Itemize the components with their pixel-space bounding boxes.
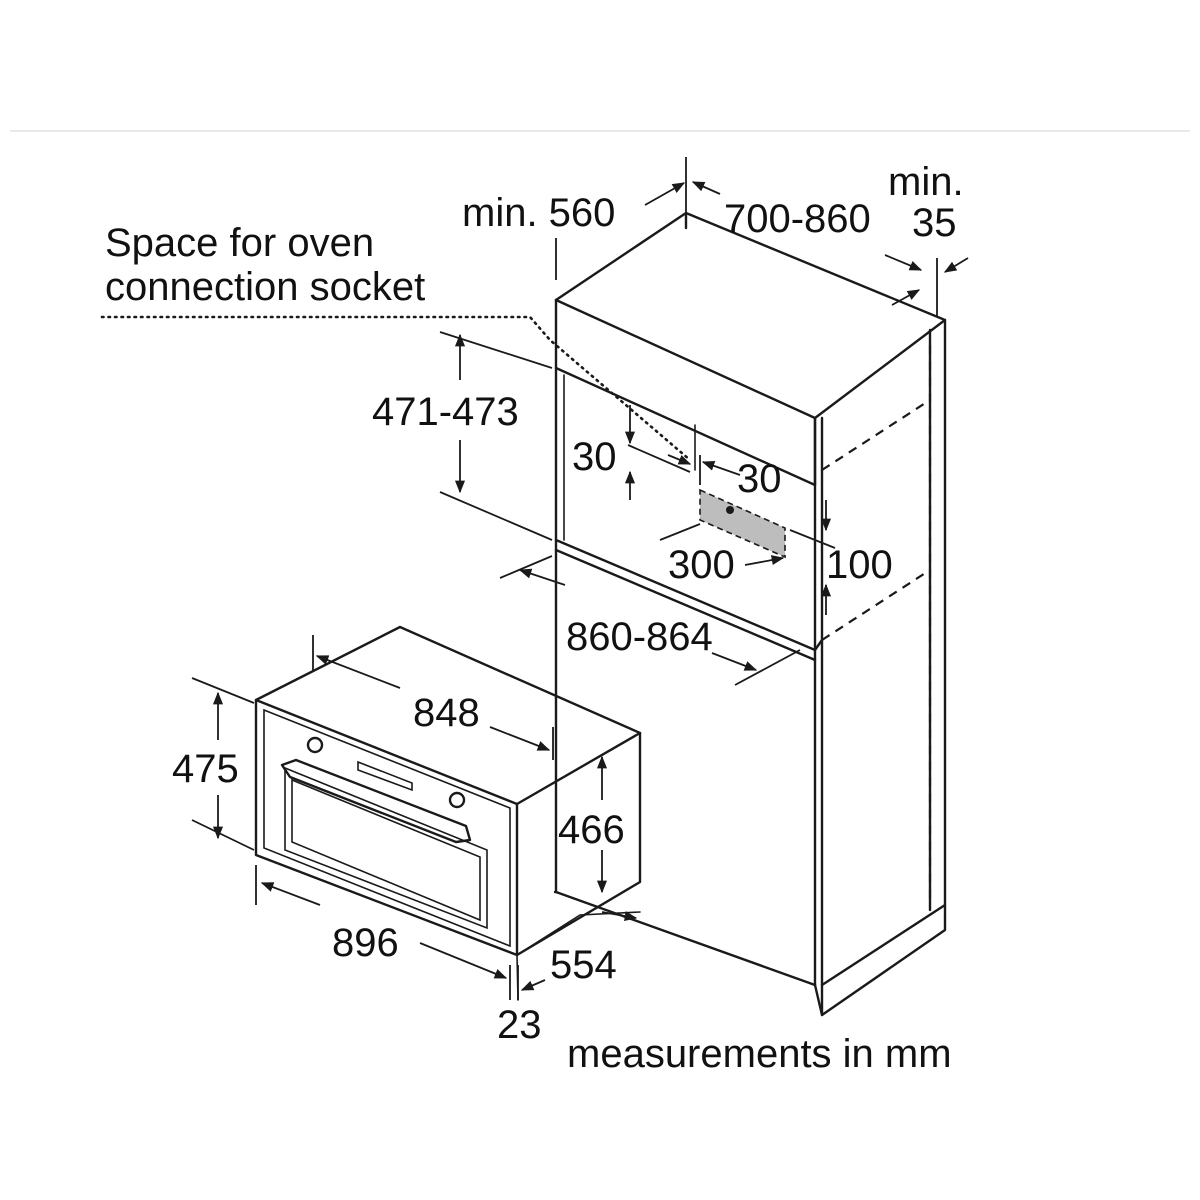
label-860-864: 860-864: [566, 615, 713, 659]
oven-drawing: [254, 625, 642, 1001]
socket-dot: [726, 506, 734, 514]
label-100: 100: [826, 543, 893, 587]
label-min-560: min. 560: [462, 191, 615, 235]
label-700-860: 700-860: [724, 197, 871, 241]
label-35: 35: [912, 201, 957, 245]
socket-area: [699, 488, 786, 559]
label-466: 466: [558, 808, 625, 852]
label-30-left: 30: [572, 435, 617, 479]
connection-socket-zone: [699, 488, 786, 559]
text-labels: Space for oven connection socket min. 56…: [105, 160, 964, 1076]
label-30-right: 30: [737, 457, 782, 501]
label-471-473: 471-473: [372, 390, 519, 434]
socket-note-line2: connection socket: [105, 265, 425, 309]
socket-note-line1: Space for oven: [105, 221, 374, 265]
label-23: 23: [497, 1003, 542, 1047]
label-848: 848: [413, 691, 480, 735]
label-475: 475: [172, 747, 239, 791]
cabinet-drawing: [553, 211, 947, 1017]
label-300: 300: [668, 543, 735, 587]
socket-pointer-line: [100, 315, 692, 462]
label-min-word: min.: [888, 160, 964, 204]
label-554: 554: [550, 943, 617, 987]
dimension-lines: [191, 157, 969, 1000]
units-note: measurements in mm: [567, 1032, 952, 1076]
label-896: 896: [332, 921, 399, 965]
